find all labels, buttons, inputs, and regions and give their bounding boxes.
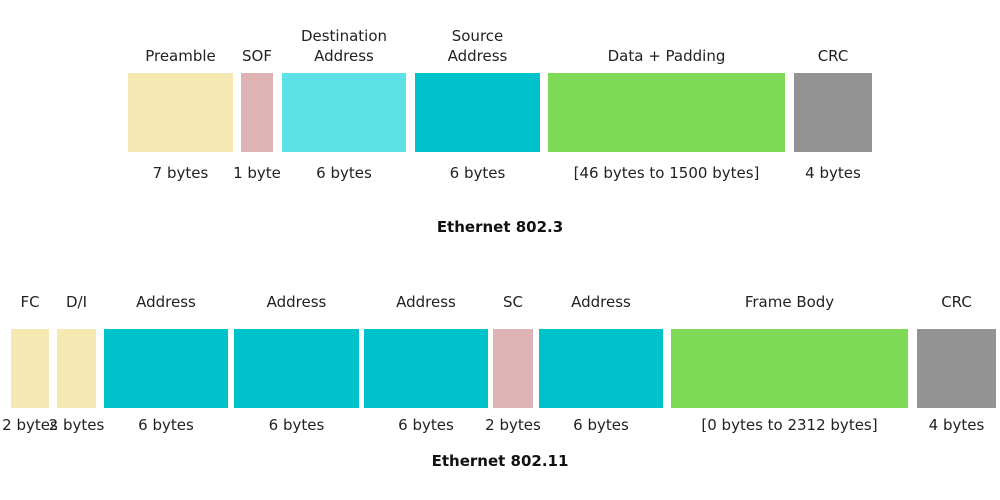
field-box	[671, 329, 908, 408]
field-box	[917, 329, 996, 408]
field-box	[364, 329, 488, 408]
field-box	[11, 329, 49, 408]
field-label: Frame Body	[744, 293, 835, 311]
field-box	[493, 329, 533, 408]
field-label: D/I	[65, 293, 88, 311]
field-size: 7 bytes	[152, 164, 209, 182]
field-label: Address	[571, 293, 631, 311]
field-size: 6 bytes	[573, 416, 629, 434]
field-size: 1 byte	[233, 164, 281, 182]
field-box	[234, 329, 359, 408]
field-box	[415, 73, 540, 152]
field-label: Address	[396, 293, 456, 311]
field-size: 4 bytes	[928, 416, 985, 434]
field-label: Destination Address	[300, 27, 388, 65]
field-label: Source Address	[447, 27, 508, 65]
field-label: CRC	[817, 47, 849, 65]
field-box	[128, 73, 233, 152]
field-label: FC	[20, 293, 40, 311]
field-box	[241, 73, 273, 152]
field-size: 6 bytes	[316, 164, 372, 182]
field-size: 6 bytes	[398, 416, 454, 434]
field-label: Data + Padding	[607, 47, 726, 65]
field-box	[794, 73, 872, 152]
field-box	[539, 329, 663, 408]
field-size: [0 bytes to 2312 bytes]	[701, 416, 878, 434]
field-size: 2 bytes	[2, 416, 58, 434]
frame-caption: Ethernet 802.3	[436, 218, 564, 236]
field-size: 2 bytes	[485, 416, 541, 434]
field-size: 6 bytes	[449, 164, 506, 182]
field-size: 2 bytes	[48, 416, 105, 434]
field-label: CRC	[941, 293, 972, 311]
field-size: 6 bytes	[268, 416, 325, 434]
field-size: [46 bytes to 1500 bytes]	[573, 164, 760, 182]
field-box	[104, 329, 228, 408]
field-size: 4 bytes	[805, 164, 861, 182]
field-box	[282, 73, 406, 152]
field-label: Address	[136, 293, 196, 311]
field-label: Address	[266, 293, 327, 311]
field-label: SOF	[242, 47, 272, 65]
frame-caption: Ethernet 802.11	[431, 452, 569, 470]
field-size: 6 bytes	[138, 416, 194, 434]
field-box	[57, 329, 96, 408]
field-label: Preamble	[145, 47, 216, 65]
field-box	[548, 73, 785, 152]
field-label: SC	[503, 293, 523, 311]
